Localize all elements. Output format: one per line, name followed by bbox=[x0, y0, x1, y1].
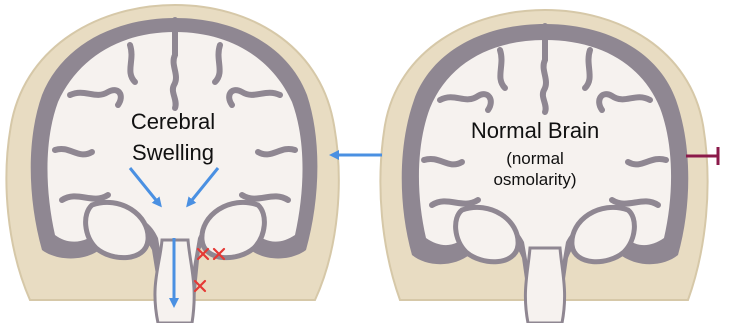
normal-subtitle-line1: (normal bbox=[506, 149, 564, 168]
normal-subtitle-line2: osmolarity) bbox=[493, 170, 576, 189]
normal-brainstem bbox=[525, 248, 564, 323]
swollen-label-line2: Swelling bbox=[132, 140, 214, 165]
normal-midline-fissure bbox=[543, 26, 546, 112]
swollen-label-line1: Cerebral bbox=[131, 109, 215, 134]
swollen-midline-fissure bbox=[173, 20, 176, 108]
normal-title: Normal Brain bbox=[471, 118, 599, 143]
